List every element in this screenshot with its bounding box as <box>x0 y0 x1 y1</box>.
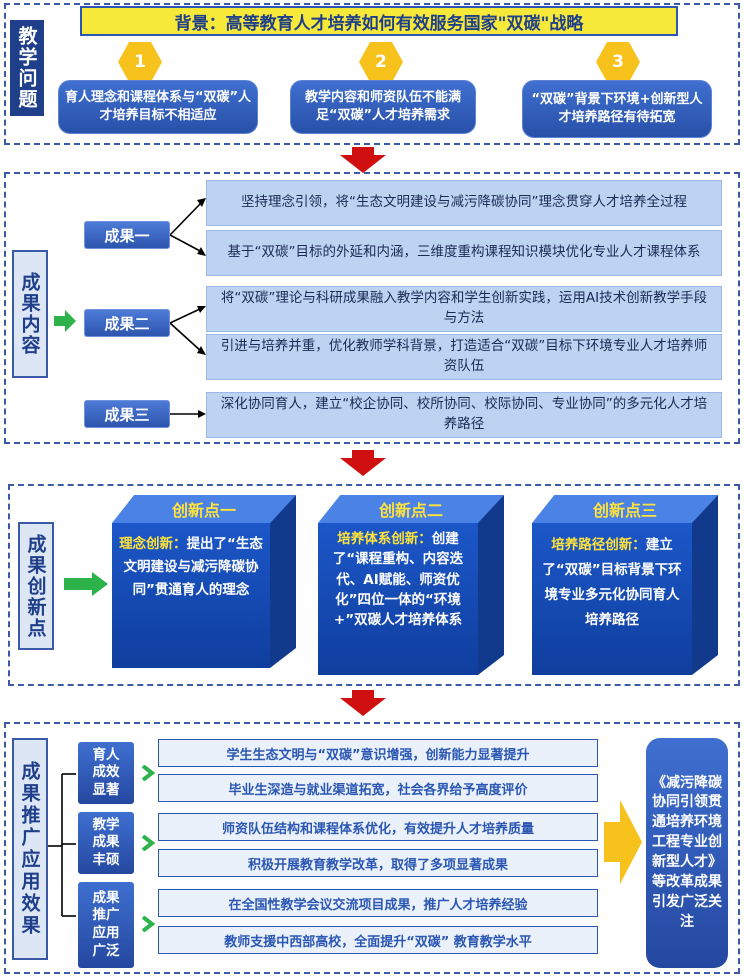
innovation-3-body: 培养路径创新：建立了“双碳”目标背景下环境专业多元化协同育人培养路径 <box>532 523 692 675</box>
innovation-2-body: 培养体系创新：创建了“课程重构、内容迭代、AI赋能、师资优化”四位一体的“环境+… <box>318 523 478 675</box>
innovation-1-body: 理念创新：提出了“生态文明建设与减污降碳协同”贯通育人的理念 <box>112 523 270 668</box>
problem-2: 教学内容和师资队伍不能满足“双碳”人才培养需求 <box>290 80 476 134</box>
yellow-arrow <box>604 800 642 884</box>
innovation-3-title: 创新点三 <box>532 495 718 523</box>
cube-1-side <box>270 495 296 668</box>
final-result: 《减污降碳协同引领贯通培养环境工程专业创新型人才》等改革成果引发广泛关注 <box>646 738 728 968</box>
cube-3-side <box>692 495 718 675</box>
down-arrow-3 <box>340 690 386 716</box>
section2-label: 成果内容 <box>12 250 48 378</box>
innovation-2-highlight: 培养体系创新： <box>337 531 432 547</box>
group-1-item-1: 学生生态文明与“双碳”意识增强，创新能力显著提升 <box>158 739 598 767</box>
innovation-2-text: 创建了“课程重构、内容迭代、AI赋能、师资优化”四位一体的“环境+”双碳人才培养… <box>332 531 464 628</box>
problem-number-2: 2 <box>359 42 403 82</box>
achievement-2-item-1: 将“双碳”理论与科研成果融入教学内容和学生创新实践，运用AI技术创新教学手段与方… <box>206 286 722 332</box>
chevron-icon-1 <box>141 765 155 781</box>
down-arrow-1 <box>340 147 386 173</box>
group-1-item-2: 毕业生深造与就业渠道拓宽，社会各界给予高度评价 <box>158 774 598 802</box>
problem-1: 育人理念和课程体系与“双碳”人才培养目标不相适应 <box>58 80 258 134</box>
section-innovation-points <box>8 484 740 686</box>
section1-label: 教学问题 <box>10 20 44 116</box>
innovation-1-title: 创新点一 <box>112 495 296 523</box>
innovation-1-highlight: 理念创新： <box>119 536 187 552</box>
cube-2-side <box>478 495 504 675</box>
innovation-3-text: 建立了“双碳”目标背景下环境专业多元化协同育人培养路径 <box>542 537 682 628</box>
group-2: 教学成果丰硕 <box>78 812 134 874</box>
down-arrow-2 <box>340 450 386 476</box>
innovation-3-highlight: 培养路径创新： <box>551 537 646 553</box>
section4-label: 成果推广应用效果 <box>12 738 48 960</box>
group-1: 育人成效显著 <box>78 742 134 804</box>
chevron-icon-2 <box>141 835 155 851</box>
section-achievements <box>4 172 740 444</box>
background-banner: 背景：高等教育人才培养如何有效服务国家"双碳"战略 <box>80 6 678 36</box>
chevron-icon-3 <box>141 916 155 932</box>
group-3-item-2: 教师支援中西部高校，全面提升“双碳” 教育教学水平 <box>158 926 598 954</box>
achievement-1-item-2: 基于“双碳”目标的外延和内涵，三维度重构课程知识模块优化专业人才课程体系 <box>206 230 722 276</box>
section3-label: 成果创新点 <box>18 522 54 650</box>
group-3-item-1: 在全国性教学会议交流项目成果，推广人才培养经验 <box>158 889 598 917</box>
innovation-2-title: 创新点二 <box>318 495 504 523</box>
group-2-item-1: 师资队伍结构和课程体系优化，有效提升人才培养质量 <box>158 813 598 841</box>
group-2-item-2: 积极开展教育教学改革，取得了多项显著成果 <box>158 849 598 877</box>
achievement-connectors <box>170 198 206 418</box>
achievement-3-item-1: 深化协同育人，建立“校企协同、校所协同、校际协同、专业协同”的多元化人才培养路径 <box>206 392 722 438</box>
achievement-2-label: 成果二 <box>84 309 170 337</box>
green-arrow-achievements <box>54 310 76 332</box>
problem-3: “双碳”背景下环境+创新型人才培养路径有待拓宽 <box>522 80 712 138</box>
group-bracket <box>48 773 76 917</box>
achievement-1-item-1: 坚持理念引领，将“生态文明建设与减污降碳协同”理念贯穿人才培养全过程 <box>206 180 722 226</box>
innovation-1-text: 提出了“生态文明建设与减污降碳协同”贯通育人的理念 <box>123 536 263 598</box>
achievement-2-item-2: 引进与培养并重，优化教师学科背景，打造适合“双碳”目标下环境专业人才培养师资队伍 <box>206 334 722 380</box>
section-teaching-problems <box>4 3 740 145</box>
achievement-3-label: 成果三 <box>84 400 170 428</box>
section-promotion-effects <box>4 722 740 974</box>
green-arrow-innovation <box>64 572 108 596</box>
achievement-1-label: 成果一 <box>84 221 170 249</box>
group-3: 成果推广应用广泛 <box>78 882 134 968</box>
